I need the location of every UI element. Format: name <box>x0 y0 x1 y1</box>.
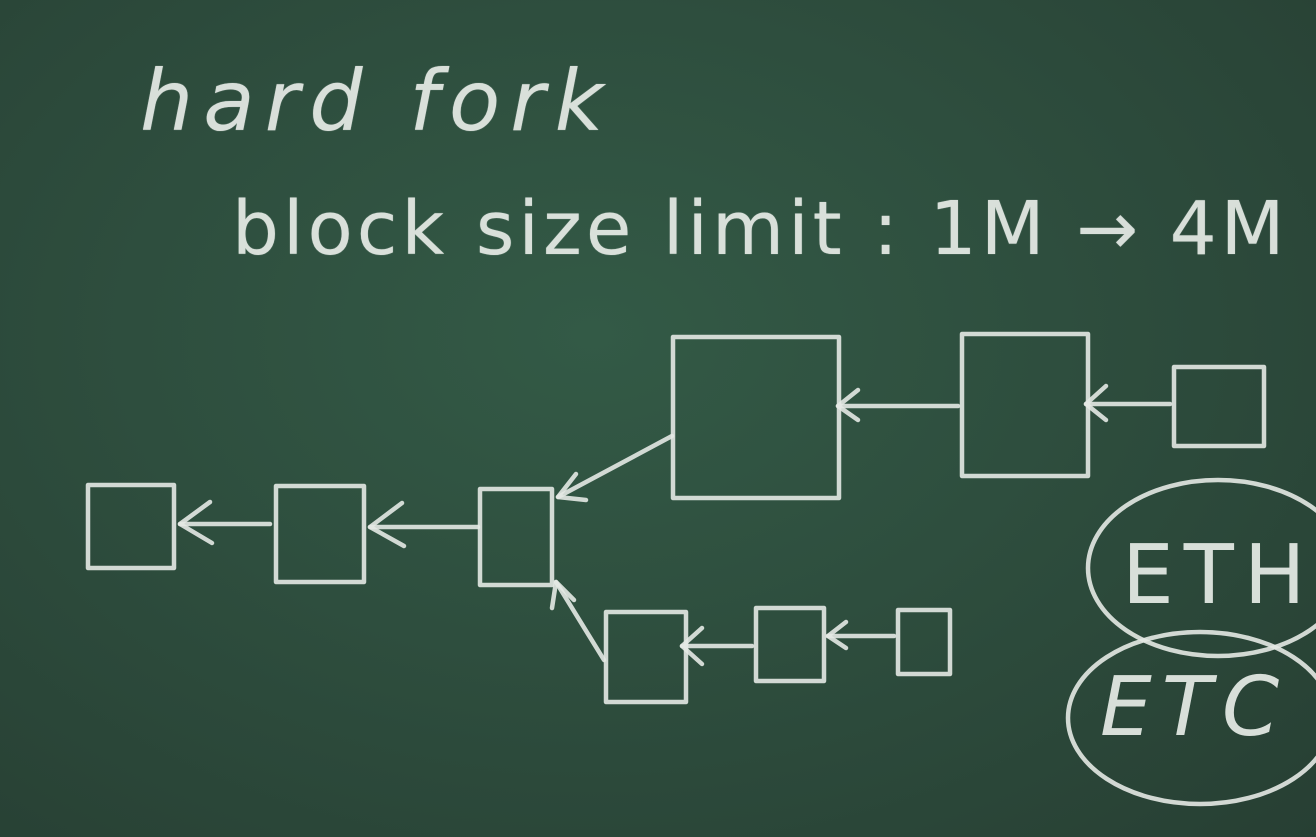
block-fork-point <box>477 486 555 588</box>
title-hard-fork: hard fork <box>140 52 614 150</box>
eth-circle <box>1085 477 1316 659</box>
block-upper-3 <box>1171 364 1267 449</box>
arrow-lower1-to-fork <box>549 579 607 663</box>
block-lower-1 <box>603 609 689 705</box>
block-1 <box>85 482 177 571</box>
block-lower-2 <box>753 605 827 684</box>
label-etc: ETC <box>1100 660 1290 755</box>
label-eth: ETH <box>1122 528 1316 623</box>
arrow-upper3-to-upper2 <box>1083 383 1173 423</box>
block-upper-1 <box>670 334 842 501</box>
block-2 <box>273 483 367 585</box>
arrow-block2-to-block1 <box>177 499 273 546</box>
subtitle-block-size-limit: block size limit : 1M → 4M <box>232 186 1289 272</box>
arrow-lower2-to-lower1 <box>679 625 755 667</box>
arrow-upper1-to-fork <box>555 433 675 503</box>
block-lower-3 <box>895 607 953 677</box>
etc-circle <box>1065 629 1316 807</box>
arrow-lower3-to-lower2 <box>825 619 897 651</box>
arrow-fork-to-block2 <box>367 500 481 549</box>
block-upper-2 <box>959 331 1091 479</box>
arrow-upper2-to-upper1 <box>835 387 961 423</box>
